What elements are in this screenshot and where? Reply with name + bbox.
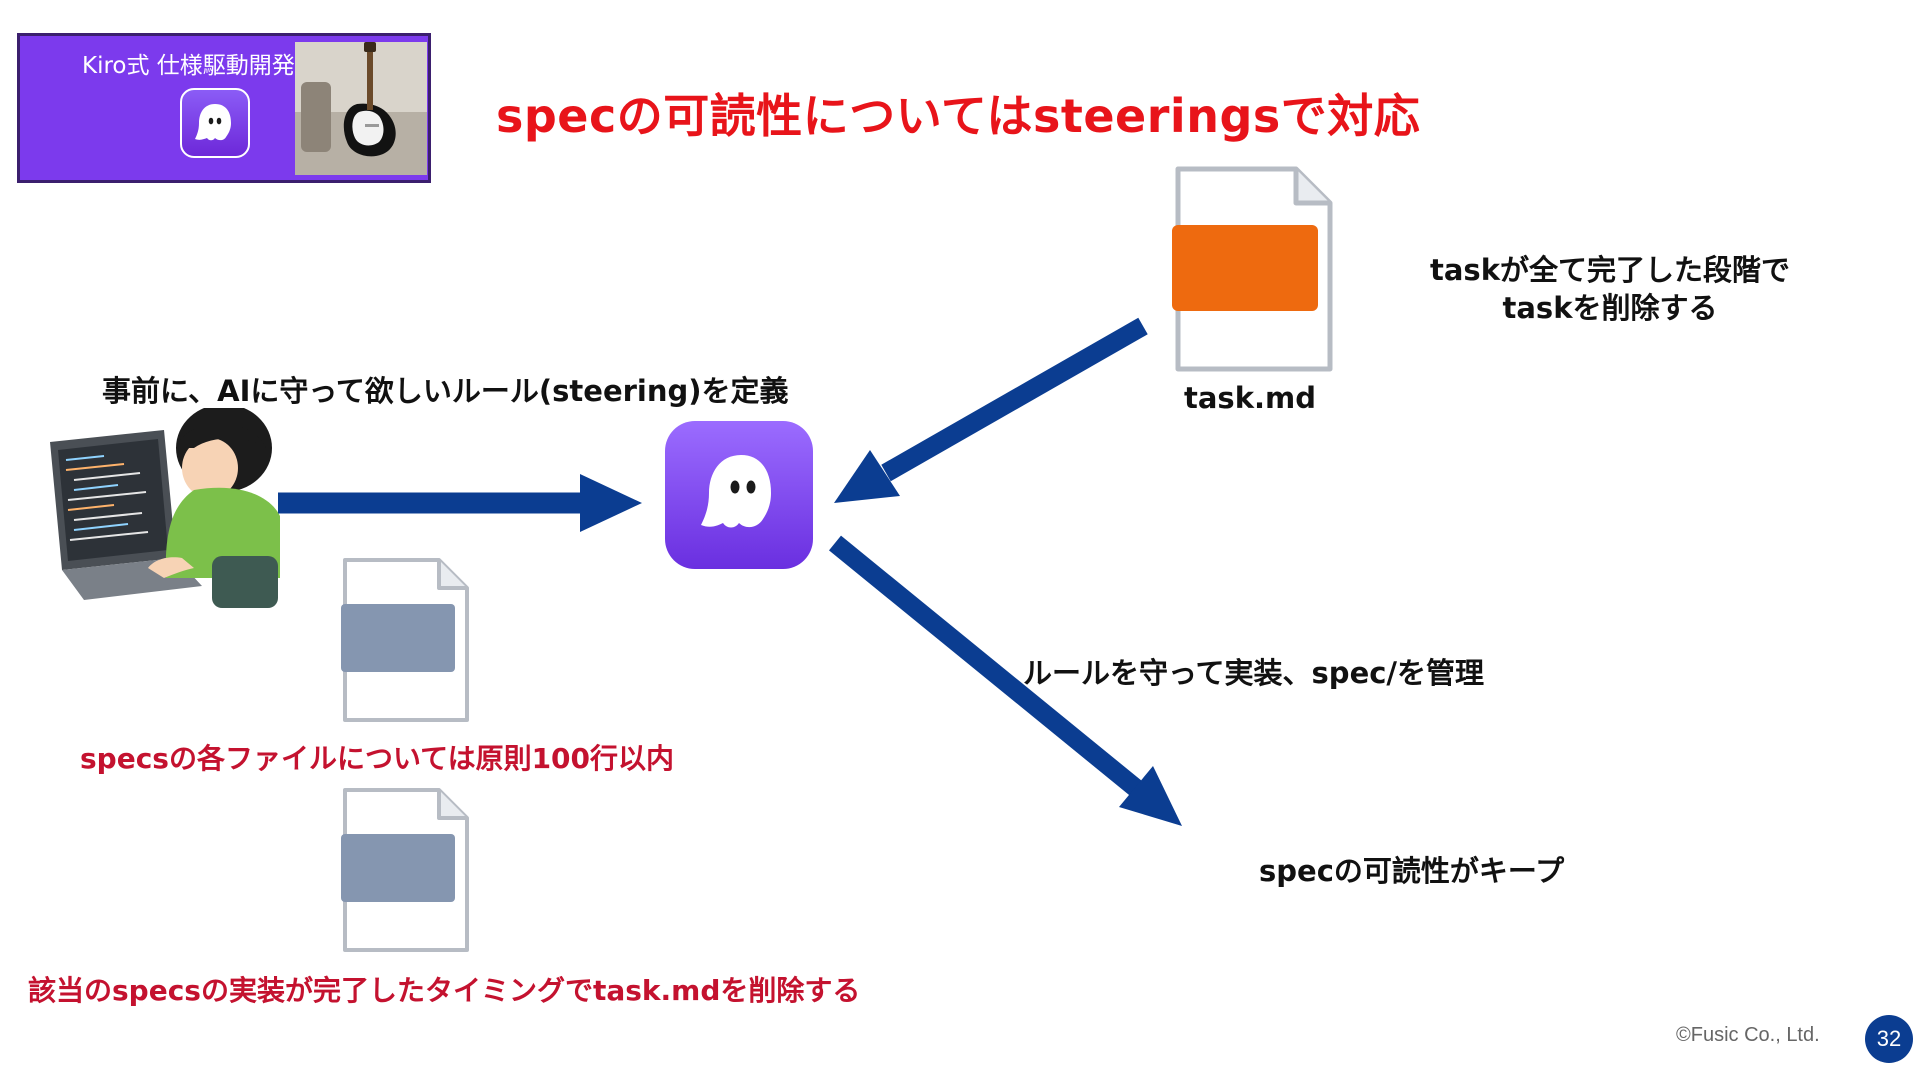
task-file-label: task.md <box>1184 381 1316 415</box>
orange-document-icon <box>1172 163 1336 377</box>
define-rules-label: 事前に、AIに守って欲しいルール(steering)を定義 <box>102 374 789 408</box>
kiro-app-icon <box>665 421 813 569</box>
gray-document-icon <box>341 786 471 954</box>
arrow-app-to-spec-head <box>1119 766 1182 826</box>
badge-title: Kiro式 仕様駆動開発 <box>82 53 295 79</box>
gray-document-icon <box>341 556 471 724</box>
specs-limit-note: specsの各ファイルについては原則100行以内 <box>80 742 675 775</box>
page-number-badge: 32 <box>1865 1015 1913 1063</box>
slide-title: specの可読性についてはsteeringsで対応 <box>496 89 1421 143</box>
arrow-user-to-app-head <box>580 474 642 532</box>
spec-readability-label: specの可読性がキープ <box>1259 854 1565 888</box>
kiro-ghost-icon <box>180 88 250 158</box>
follow-rules-label: ルールを守って実装、spec/を管理 <box>1023 656 1485 690</box>
copyright-text: ©Fusic Co., Ltd. <box>1676 1024 1820 1046</box>
developer-at-laptop-icon <box>44 404 280 608</box>
task-delete-label: taskが全て完了した段階で taskを削除する <box>1420 251 1800 327</box>
arrow-app-to-spec <box>828 535 1145 798</box>
page-number: 32 <box>1876 1026 1902 1051</box>
guitar-photo <box>295 42 427 175</box>
header-badge: Kiro式 仕様駆動開発 <box>17 33 431 183</box>
delete-task-md-note: 該当のspecsの実装が完了したタイミングでtask.mdを削除する <box>28 974 861 1007</box>
task-delete-line1: taskが全て完了した段階で <box>1430 253 1790 287</box>
task-delete-line2: taskを削除する <box>1502 291 1718 325</box>
arrow-task-to-app-head <box>834 450 900 503</box>
arrow-task-to-app <box>881 317 1148 482</box>
